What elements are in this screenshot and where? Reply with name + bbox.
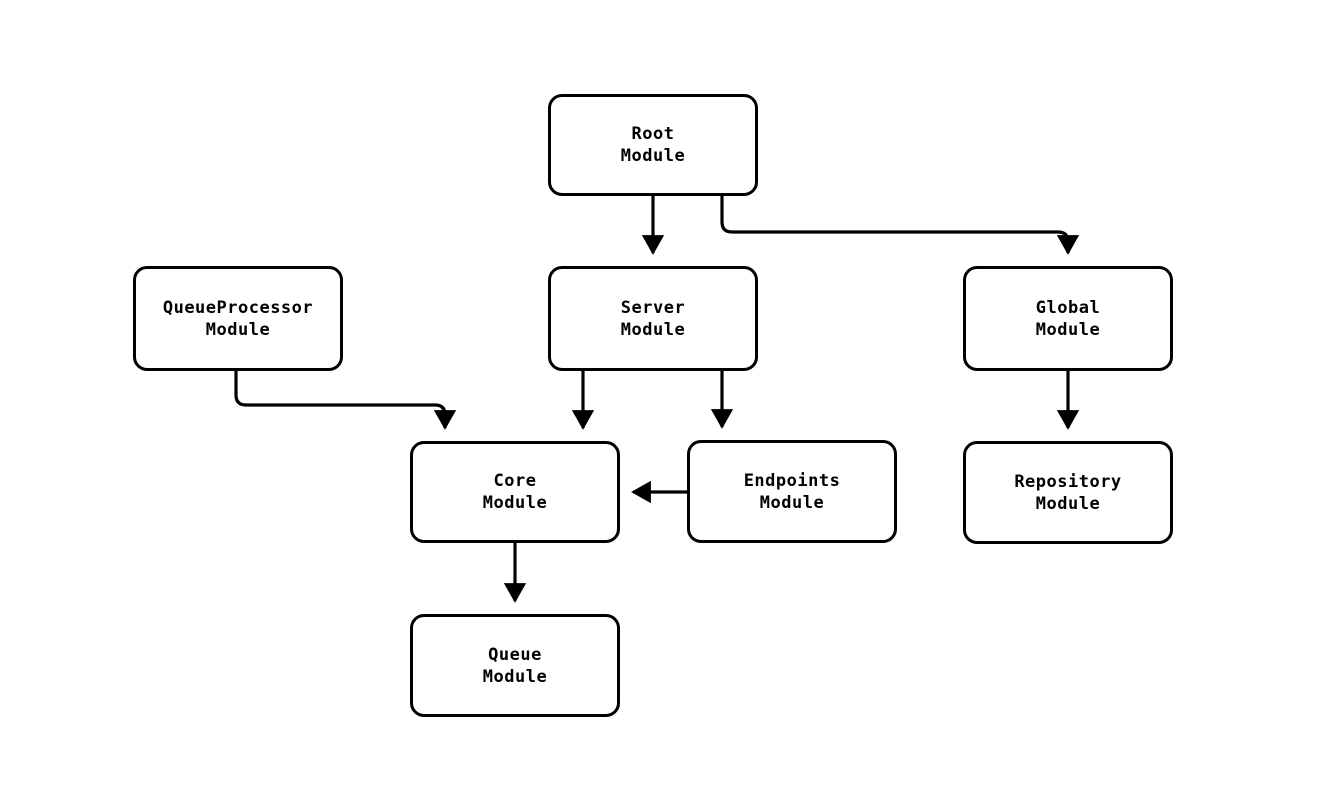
node-queueprocessor-module-label: QueueProcessor Module bbox=[162, 297, 314, 340]
node-queue-module-label: Queue Module bbox=[482, 644, 548, 687]
node-queueprocessor-module[interactable]: QueueProcessor Module bbox=[133, 266, 343, 371]
node-global-module[interactable]: Global Module bbox=[963, 266, 1173, 371]
node-core-module-label: Core Module bbox=[482, 471, 548, 513]
node-server-module[interactable]: Server Module bbox=[548, 266, 758, 371]
node-endpoints-module-label: Endpoints Module bbox=[743, 470, 841, 513]
edge-queueprocessor-to-core bbox=[234, 371, 457, 430]
node-server-module-label: Server Module bbox=[620, 297, 686, 340]
node-root-module-label: Root Module bbox=[620, 124, 686, 166]
edge-root-to-global bbox=[720, 196, 1080, 255]
node-queue-module[interactable]: Queue Module bbox=[410, 614, 620, 717]
node-repository-module[interactable]: Repository Module bbox=[963, 441, 1173, 544]
node-root-module[interactable]: Root Module bbox=[548, 94, 758, 196]
node-repository-module-label: Repository Module bbox=[1014, 471, 1122, 514]
node-core-module[interactable]: Core Module bbox=[410, 441, 620, 543]
node-endpoints-module[interactable]: Endpoints Module bbox=[687, 440, 897, 543]
node-global-module-label: Global Module bbox=[1035, 297, 1101, 340]
